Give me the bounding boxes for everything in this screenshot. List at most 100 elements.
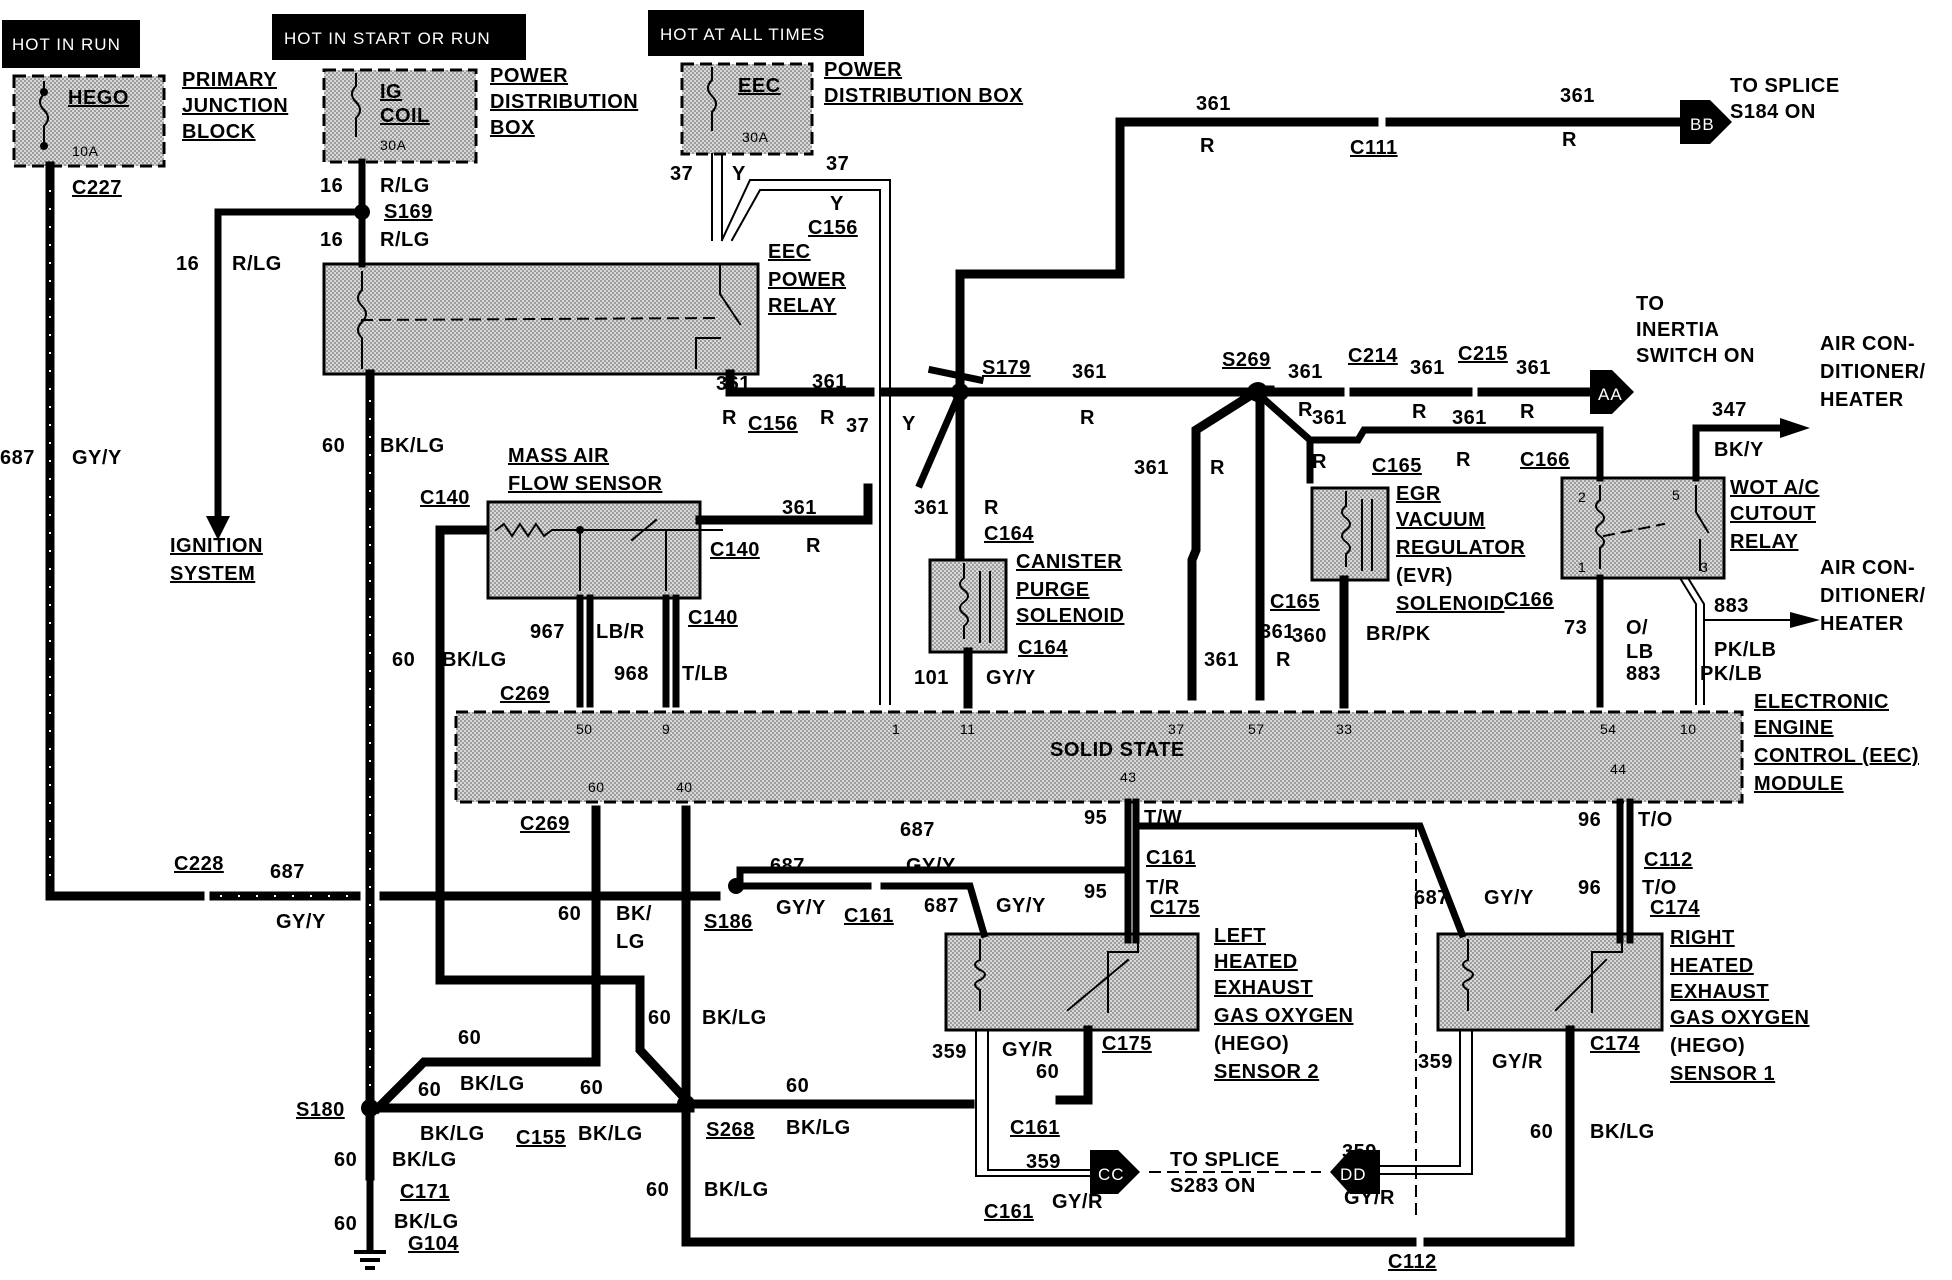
svg-text:R: R [1520, 401, 1535, 423]
svg-text:ENGINE: ENGINE [1754, 717, 1834, 739]
svg-text:37: 37 [826, 153, 849, 175]
svg-text:INERTIA: INERTIA [1636, 319, 1720, 341]
svg-text:HEGO: HEGO [68, 87, 129, 109]
svg-text:GY/Y: GY/Y [1484, 887, 1534, 909]
svg-text:C156: C156 [808, 217, 858, 239]
svg-text:R: R [820, 407, 835, 429]
svg-text:R: R [806, 535, 821, 557]
svg-text:361: 361 [782, 497, 817, 519]
wot-ac-cutout-relay: 2 5 1 3 WOT A/C CUTOUT RELAY [1560, 476, 1819, 580]
svg-text:S283 ON: S283 ON [1170, 1175, 1256, 1197]
svg-text:2: 2 [1578, 489, 1586, 505]
svg-text:361: 361 [1196, 93, 1231, 115]
svg-text:AA: AA [1598, 385, 1623, 404]
svg-text:BK/: BK/ [616, 903, 652, 925]
svg-text:S269: S269 [1222, 349, 1271, 371]
svg-text:R: R [1312, 451, 1327, 473]
svg-text:DD: DD [1340, 1165, 1367, 1184]
svg-text:57: 57 [1248, 721, 1265, 737]
svg-text:EXHAUST: EXHAUST [1214, 977, 1313, 999]
svg-text:EGR: EGR [1396, 483, 1441, 505]
svg-text:361: 361 [914, 497, 949, 519]
fuse-ig-coil: IG COIL 30A [322, 68, 478, 164]
svg-text:30A: 30A [742, 129, 769, 145]
svg-text:C174: C174 [1650, 897, 1700, 919]
svg-text:R: R [984, 497, 999, 519]
svg-text:16: 16 [320, 229, 343, 251]
svg-text:687: 687 [1414, 887, 1449, 909]
svg-text:359: 359 [1342, 1141, 1377, 1163]
svg-text:C140: C140 [710, 539, 760, 561]
svg-text:R/LG: R/LG [380, 175, 430, 197]
svg-text:361: 361 [716, 373, 751, 395]
svg-text:PK/LB: PK/LB [1714, 639, 1777, 661]
svg-text:LB: LB [1626, 641, 1654, 663]
svg-text:359: 359 [1418, 1051, 1453, 1073]
svg-text:HEATER: HEATER [1820, 389, 1904, 411]
svg-text:BB: BB [1690, 115, 1715, 134]
svg-text:Y: Y [902, 413, 916, 435]
svg-text:361: 361 [812, 371, 847, 393]
svg-text:BK/LG: BK/LG [420, 1123, 485, 1145]
svg-text:CC: CC [1098, 1165, 1125, 1184]
svg-text:R/LG: R/LG [232, 253, 282, 275]
svg-text:60: 60 [418, 1079, 441, 1101]
svg-text:IGNITION: IGNITION [170, 535, 263, 557]
svg-text:HEATED: HEATED [1670, 955, 1754, 977]
svg-text:O/: O/ [1626, 617, 1648, 639]
svg-text:C228: C228 [174, 853, 224, 875]
svg-text:MASS AIR: MASS AIR [508, 445, 609, 467]
svg-text:POWER: POWER [768, 269, 846, 291]
svg-text:361: 361 [1134, 457, 1169, 479]
svg-text:C111: C111 [1350, 137, 1398, 159]
svg-text:C164: C164 [1018, 637, 1068, 659]
svg-text:SYSTEM: SYSTEM [170, 563, 255, 585]
svg-text:60: 60 [558, 903, 581, 925]
svg-text:37: 37 [670, 163, 693, 185]
svg-text:SENSOR 1: SENSOR 1 [1670, 1063, 1775, 1085]
svg-text:347: 347 [1712, 399, 1747, 421]
svg-text:10: 10 [1680, 721, 1697, 737]
svg-text:C214: C214 [1348, 345, 1398, 367]
svg-text:GY/R: GY/R [1492, 1051, 1543, 1073]
svg-text:359: 359 [1026, 1151, 1061, 1173]
svg-text:C140: C140 [420, 487, 470, 509]
svg-text:687: 687 [270, 861, 305, 883]
svg-text:SENSOR 2: SENSOR 2 [1214, 1061, 1319, 1083]
svg-text:3: 3 [1700, 559, 1708, 575]
svg-text:R: R [1210, 457, 1225, 479]
svg-text:60: 60 [786, 1075, 809, 1097]
svg-text:G104: G104 [408, 1233, 459, 1255]
svg-text:C175: C175 [1150, 897, 1200, 919]
svg-text:HEATER: HEATER [1820, 613, 1904, 635]
primary-junction-block-label: PRIMARY JUNCTION BLOCK [182, 69, 288, 143]
svg-text:R: R [1298, 399, 1313, 421]
svg-text:GY/Y: GY/Y [906, 855, 956, 877]
svg-text:BK/LG: BK/LG [704, 1179, 769, 1201]
svg-text:R: R [1200, 135, 1215, 157]
svg-text:16: 16 [176, 253, 199, 275]
eec-power-relay: EEC POWER RELAY [322, 241, 846, 376]
header-hot-in-start-or-run: HOT IN START OR RUN [272, 14, 526, 60]
svg-text:54: 54 [1600, 721, 1617, 737]
header-hot-in-run: HOT IN RUN [2, 20, 140, 68]
svg-text:CANISTER: CANISTER [1016, 551, 1122, 573]
svg-text:RIGHT: RIGHT [1670, 927, 1735, 949]
fuse-eec: EEC 30A [680, 62, 814, 156]
svg-text:SWITCH ON: SWITCH ON [1636, 345, 1755, 367]
svg-text:T/O: T/O [1642, 877, 1677, 899]
svg-text:C175: C175 [1102, 1033, 1152, 1055]
svg-text:44: 44 [1610, 761, 1627, 777]
svg-text:687: 687 [0, 447, 35, 469]
svg-text:S268: S268 [706, 1119, 755, 1141]
svg-text:883: 883 [1626, 663, 1661, 685]
svg-text:883: 883 [1714, 595, 1749, 617]
svg-text:43: 43 [1120, 769, 1137, 785]
svg-text:SOLID STATE: SOLID STATE [1050, 739, 1185, 761]
svg-text:60: 60 [648, 1007, 671, 1029]
svg-text:POWER: POWER [824, 59, 902, 81]
svg-text:37: 37 [1168, 721, 1185, 737]
svg-text:EEC: EEC [738, 75, 781, 97]
svg-text:CONTROL (EEC): CONTROL (EEC) [1754, 745, 1919, 767]
connector-labels: C227 S169 C111 C156 C156 S179 S269 C214 … [72, 137, 1700, 1273]
